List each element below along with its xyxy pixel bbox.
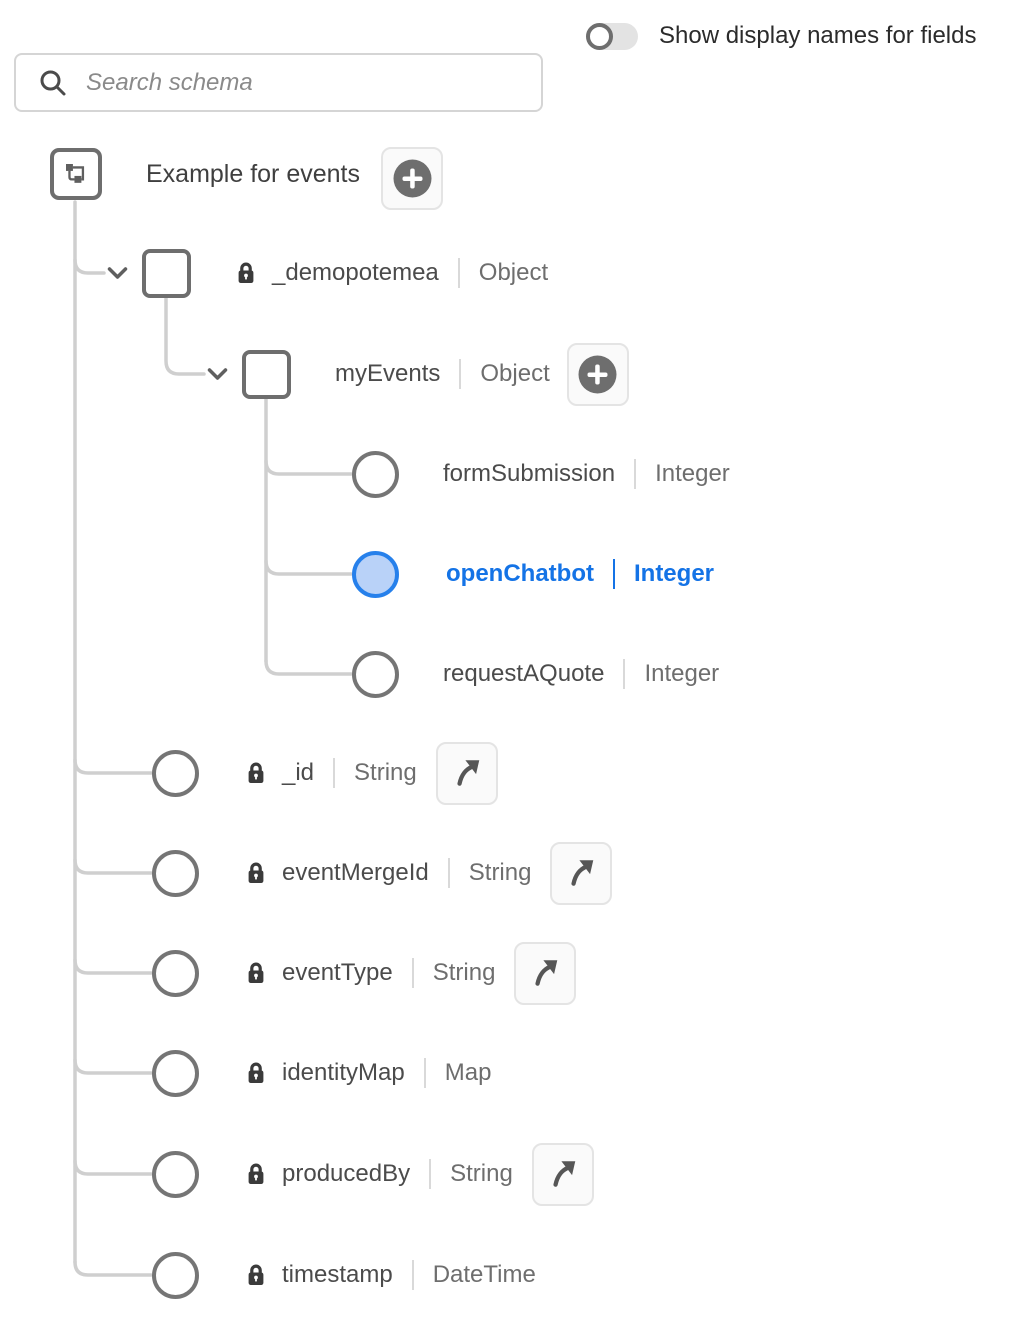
curved-arrow-icon (457, 760, 480, 786)
jump-to-reference-button[interactable] (514, 941, 577, 1005)
field-name: _id (282, 759, 315, 786)
field-row-eventtype[interactable]: eventType String (246, 941, 577, 1005)
show-display-names-toggle[interactable] (586, 22, 638, 50)
field-node-producedby[interactable] (152, 1151, 199, 1198)
field-node-requestaquote[interactable] (352, 651, 399, 698)
schema-root-icon[interactable] (50, 148, 102, 200)
field-type: Integer (655, 460, 730, 487)
search-schema-box (14, 53, 543, 112)
divider (457, 258, 460, 288)
field-type: String (468, 859, 532, 886)
chevron-down-icon[interactable] (106, 266, 129, 281)
object-node-myevents[interactable] (242, 350, 291, 399)
field-node-openchatbot-selected[interactable] (352, 551, 399, 598)
schema-title-row: Example for events (146, 150, 360, 198)
field-name: timestamp (282, 1261, 393, 1288)
schema-title: Example for events (146, 159, 360, 188)
lock-icon (246, 961, 266, 985)
divider (333, 758, 336, 788)
divider (429, 1159, 432, 1189)
display-names-toggle-row: Show display names for fields (586, 22, 976, 50)
divider (612, 559, 615, 589)
add-field-to-schema-button[interactable] (381, 147, 443, 210)
curved-arrow-icon (535, 960, 558, 986)
chevron-down-icon[interactable] (206, 367, 229, 382)
field-row-openchatbot[interactable]: openChatbot Integer (446, 550, 714, 598)
field-node-id[interactable] (152, 750, 199, 797)
field-name: eventMergeId (282, 859, 429, 886)
field-row-myevents[interactable]: myEvents Object (335, 342, 629, 406)
field-name: requestAQuote (443, 660, 605, 687)
curved-arrow-icon (571, 860, 594, 886)
field-type: Integer (633, 560, 714, 587)
field-row-formsubmission[interactable]: formSubmission Integer (443, 450, 730, 498)
field-name: identityMap (282, 1059, 405, 1086)
field-name: openChatbot (446, 560, 594, 587)
field-type: String (432, 959, 496, 986)
field-type: String (354, 759, 417, 786)
toggle-knob (586, 22, 613, 50)
divider (459, 359, 462, 389)
plus-icon (578, 355, 617, 393)
search-input[interactable] (86, 68, 525, 97)
field-type: String (450, 1160, 513, 1187)
field-name: eventType (282, 959, 393, 986)
lock-icon (236, 261, 256, 285)
toggle-label: Show display names for fields (659, 22, 977, 49)
field-node-identitymap[interactable] (152, 1050, 199, 1097)
field-type: DateTime (432, 1261, 536, 1288)
jump-to-reference-button[interactable] (435, 741, 498, 805)
field-type: Object (480, 360, 550, 387)
divider (423, 1058, 426, 1088)
divider (411, 958, 414, 988)
divider (411, 1260, 414, 1290)
field-row-timestamp[interactable]: timestamp DateTime (246, 1251, 536, 1299)
field-type: Object (478, 259, 549, 286)
field-node-formsubmission[interactable] (352, 451, 399, 498)
lock-icon (246, 761, 266, 785)
plus-icon (393, 159, 431, 198)
field-row-demopotemea[interactable]: _demopotemea Object (236, 249, 548, 297)
lock-icon (246, 861, 266, 885)
field-name: formSubmission (443, 460, 616, 487)
field-row-id[interactable]: _id String (246, 741, 498, 805)
field-row-producedby[interactable]: producedBy String (246, 1142, 594, 1206)
divider (634, 459, 637, 489)
add-field-to-myevents-button[interactable] (566, 342, 629, 406)
curved-arrow-icon (553, 1161, 576, 1187)
jump-to-reference-button[interactable] (531, 1142, 594, 1206)
object-node-demopotemea[interactable] (142, 249, 191, 298)
field-name: producedBy (282, 1160, 411, 1187)
field-type: Integer (644, 660, 720, 687)
field-node-eventmergeid[interactable] (152, 850, 199, 897)
field-name: myEvents (335, 360, 441, 387)
divider (623, 659, 626, 689)
field-row-eventmergeid[interactable]: eventMergeId String (246, 841, 613, 905)
lock-icon (246, 1162, 266, 1186)
field-row-identitymap[interactable]: identityMap Map (246, 1049, 491, 1097)
sitemap-icon (66, 164, 85, 183)
lock-icon (246, 1061, 266, 1085)
field-node-timestamp[interactable] (152, 1252, 199, 1299)
search-icon (38, 68, 68, 98)
field-node-eventtype[interactable] (152, 950, 199, 997)
jump-to-reference-button[interactable] (550, 841, 613, 905)
field-name: _demopotemea (272, 259, 439, 286)
field-type: Map (444, 1059, 492, 1086)
field-row-requestaquote[interactable]: requestAQuote Integer (443, 650, 719, 698)
divider (447, 858, 450, 888)
lock-icon (246, 1263, 266, 1287)
